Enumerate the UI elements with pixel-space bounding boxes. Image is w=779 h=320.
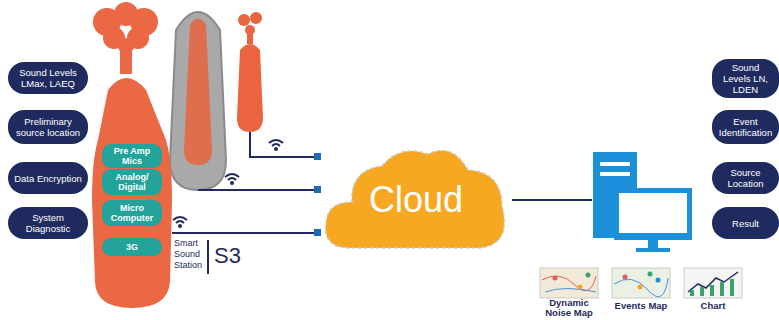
node-text: Result [732,218,759,229]
component-pill: Micro Computer [102,200,162,226]
node-text: 3G [126,242,138,252]
result-pill: Event Identification [712,110,779,144]
node-text: Sound Levels LN, LDEN [717,62,774,95]
output-pill: Data Encryption [8,162,88,194]
node-text: Analog/ Digital [106,172,158,192]
node-text: Pre Amp Mics [106,146,158,166]
node-text: Sound Levels LMax, LAEQ [13,67,83,89]
output-pill: Preliminary source location [8,110,88,144]
node-text: Micro Computer [106,203,158,223]
result-pill: Sound Levels LN, LDEN [712,59,779,98]
station-name: Smart Sound Station [174,238,208,271]
node-text: Data Encryption [14,173,82,184]
result-pill: Result [712,207,779,239]
thumbnail-caption: Events Map [605,301,677,311]
output-pill: System Diagnostic [8,207,88,239]
node-text: Cloud [369,179,463,221]
node-text: Source Location [717,167,774,189]
map-thumbnail [540,268,742,298]
component-pill: Pre Amp Mics [102,144,162,168]
station-code: S3 [214,243,254,269]
sensor-small [237,44,263,132]
node-text: Event Identification [717,116,774,138]
sensor-big [92,2,172,308]
node-text: Preliminary source location [13,116,83,138]
result-pill: Source Location [712,162,779,194]
component-pill: 3G [102,238,162,256]
thumbnail-caption: Chart [680,301,746,311]
component-pill: Analog/ Digital [102,169,162,195]
sensor-inner [184,19,212,166]
thumbnail-caption: Dynamic Noise Map [535,298,603,318]
output-pill: Sound Levels LMax, LAEQ [8,62,88,94]
cloud-shape: Cloud [320,140,512,260]
sensor-grey [170,12,226,190]
server-icon [593,152,692,252]
node-text: System Diagnostic [13,212,83,234]
